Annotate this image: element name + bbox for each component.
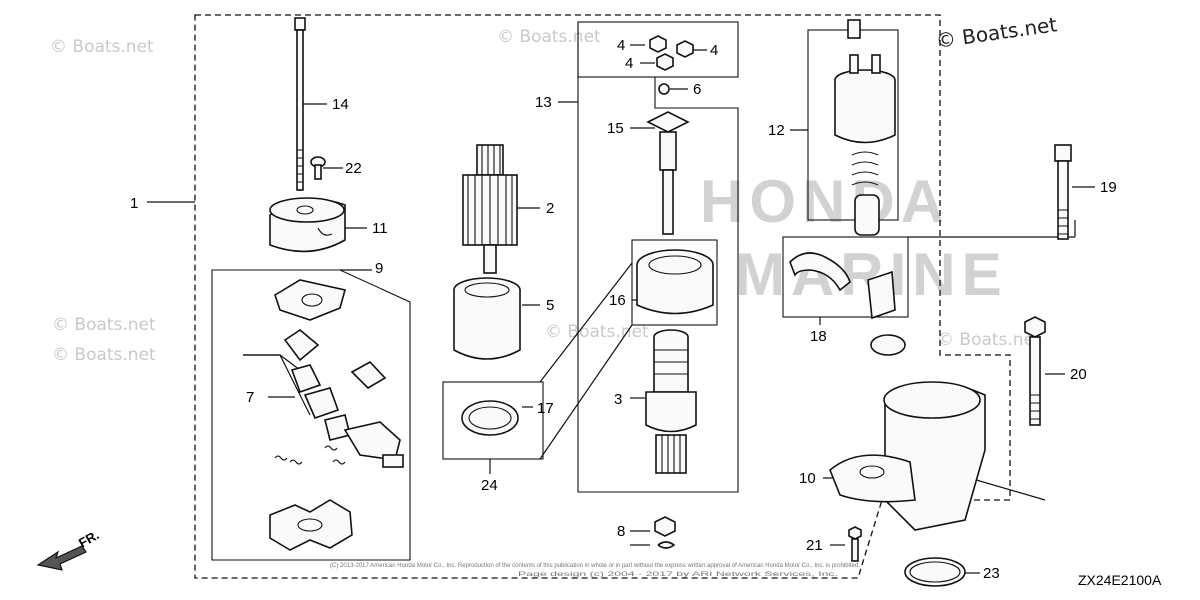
terminal-kit-part	[789, 252, 906, 356]
part-label-9: 9	[375, 260, 383, 277]
armature-part	[462, 144, 518, 274]
brush-holder-base-part	[269, 499, 353, 551]
part-label-22: 22	[345, 160, 362, 177]
copyright-line-2: Page design (c) 2004 - 2017 by ARI Netwo…	[518, 572, 839, 578]
part-label-4: 4	[710, 42, 718, 59]
brush-holder-plate-part	[274, 279, 346, 321]
front-direction-indicator: FR.	[36, 527, 102, 571]
part-label-6: 6	[693, 81, 701, 98]
assembly-frame	[194, 14, 1011, 579]
o-ring-part	[904, 557, 966, 587]
group-frame-13	[577, 22, 739, 493]
part-label-11: 11	[372, 220, 388, 237]
part-label-14: 14	[332, 96, 349, 113]
copyright-line-1: (C) 2013-2017 American Honda Motor Co., …	[330, 563, 860, 569]
part-label-5: 5	[546, 297, 554, 314]
long-bolt-part	[1024, 316, 1046, 426]
solenoid-part	[834, 19, 896, 236]
part-label-4: 4	[625, 55, 633, 72]
part-label-7: 7	[246, 389, 254, 406]
yoke-part	[453, 277, 521, 360]
watermark: © Boats.net	[52, 315, 156, 335]
watermark: © Boats.net	[934, 12, 1058, 53]
part-label-13: 13	[535, 94, 552, 111]
watermark: © Boats.net	[52, 345, 156, 365]
group-frame-24	[442, 381, 544, 460]
part-label-20: 20	[1070, 366, 1087, 383]
leader-lines	[147, 44, 1095, 574]
part-label-16: 16	[609, 292, 626, 309]
shaft-part	[646, 111, 690, 235]
part-label-21: 21	[806, 537, 823, 554]
washer-part	[654, 516, 676, 549]
part-labels: 1 2 3 4 4 4 5 6 7 8 9 10 11 12 13 14 15 …	[130, 37, 1117, 582]
part-label-1: 1	[130, 195, 138, 212]
group-frame-16	[631, 239, 718, 326]
diagram-code: ZX24E2100A	[1078, 572, 1162, 588]
arrow-icon	[36, 545, 87, 571]
front-housing-part	[829, 381, 986, 531]
part-label-17: 17	[537, 400, 554, 417]
ring-part	[461, 400, 519, 436]
o-ring-part	[658, 83, 670, 95]
part-label-18: 18	[810, 328, 827, 345]
long-bolt-part	[1054, 144, 1072, 240]
part-label-19: 19	[1100, 179, 1117, 196]
long-bolt-part	[294, 17, 306, 191]
brush-springs-part	[274, 445, 346, 465]
watermark: © Boats.net	[937, 330, 1041, 350]
brand-watermark-line2: MARINE	[735, 241, 1008, 308]
small-screw-part	[848, 526, 862, 562]
part-label-15: 15	[607, 120, 624, 137]
brush-set-part	[283, 329, 404, 468]
watermark: © Boats.net	[497, 27, 601, 47]
rear-cover-part	[269, 197, 346, 253]
clutch-part	[636, 249, 714, 315]
part-label-24: 24	[481, 477, 498, 494]
watermark: © Boats.net	[545, 322, 649, 342]
part-label-3: 3	[614, 391, 622, 408]
pinion-part	[645, 329, 697, 474]
part-label-12: 12	[768, 122, 785, 139]
watermark: © Boats.net	[50, 37, 154, 57]
group-frame-18	[782, 236, 909, 318]
part-label-4: 4	[617, 37, 625, 54]
part-label-10: 10	[799, 470, 816, 487]
part-label-23: 23	[983, 565, 1000, 582]
brand-watermark-line1: HONDA	[700, 168, 950, 235]
part-label-8: 8	[617, 523, 625, 540]
nut-part	[649, 35, 694, 71]
group-frame-9	[211, 269, 411, 561]
small-screw-part	[310, 156, 326, 180]
part-label-2: 2	[546, 200, 554, 217]
